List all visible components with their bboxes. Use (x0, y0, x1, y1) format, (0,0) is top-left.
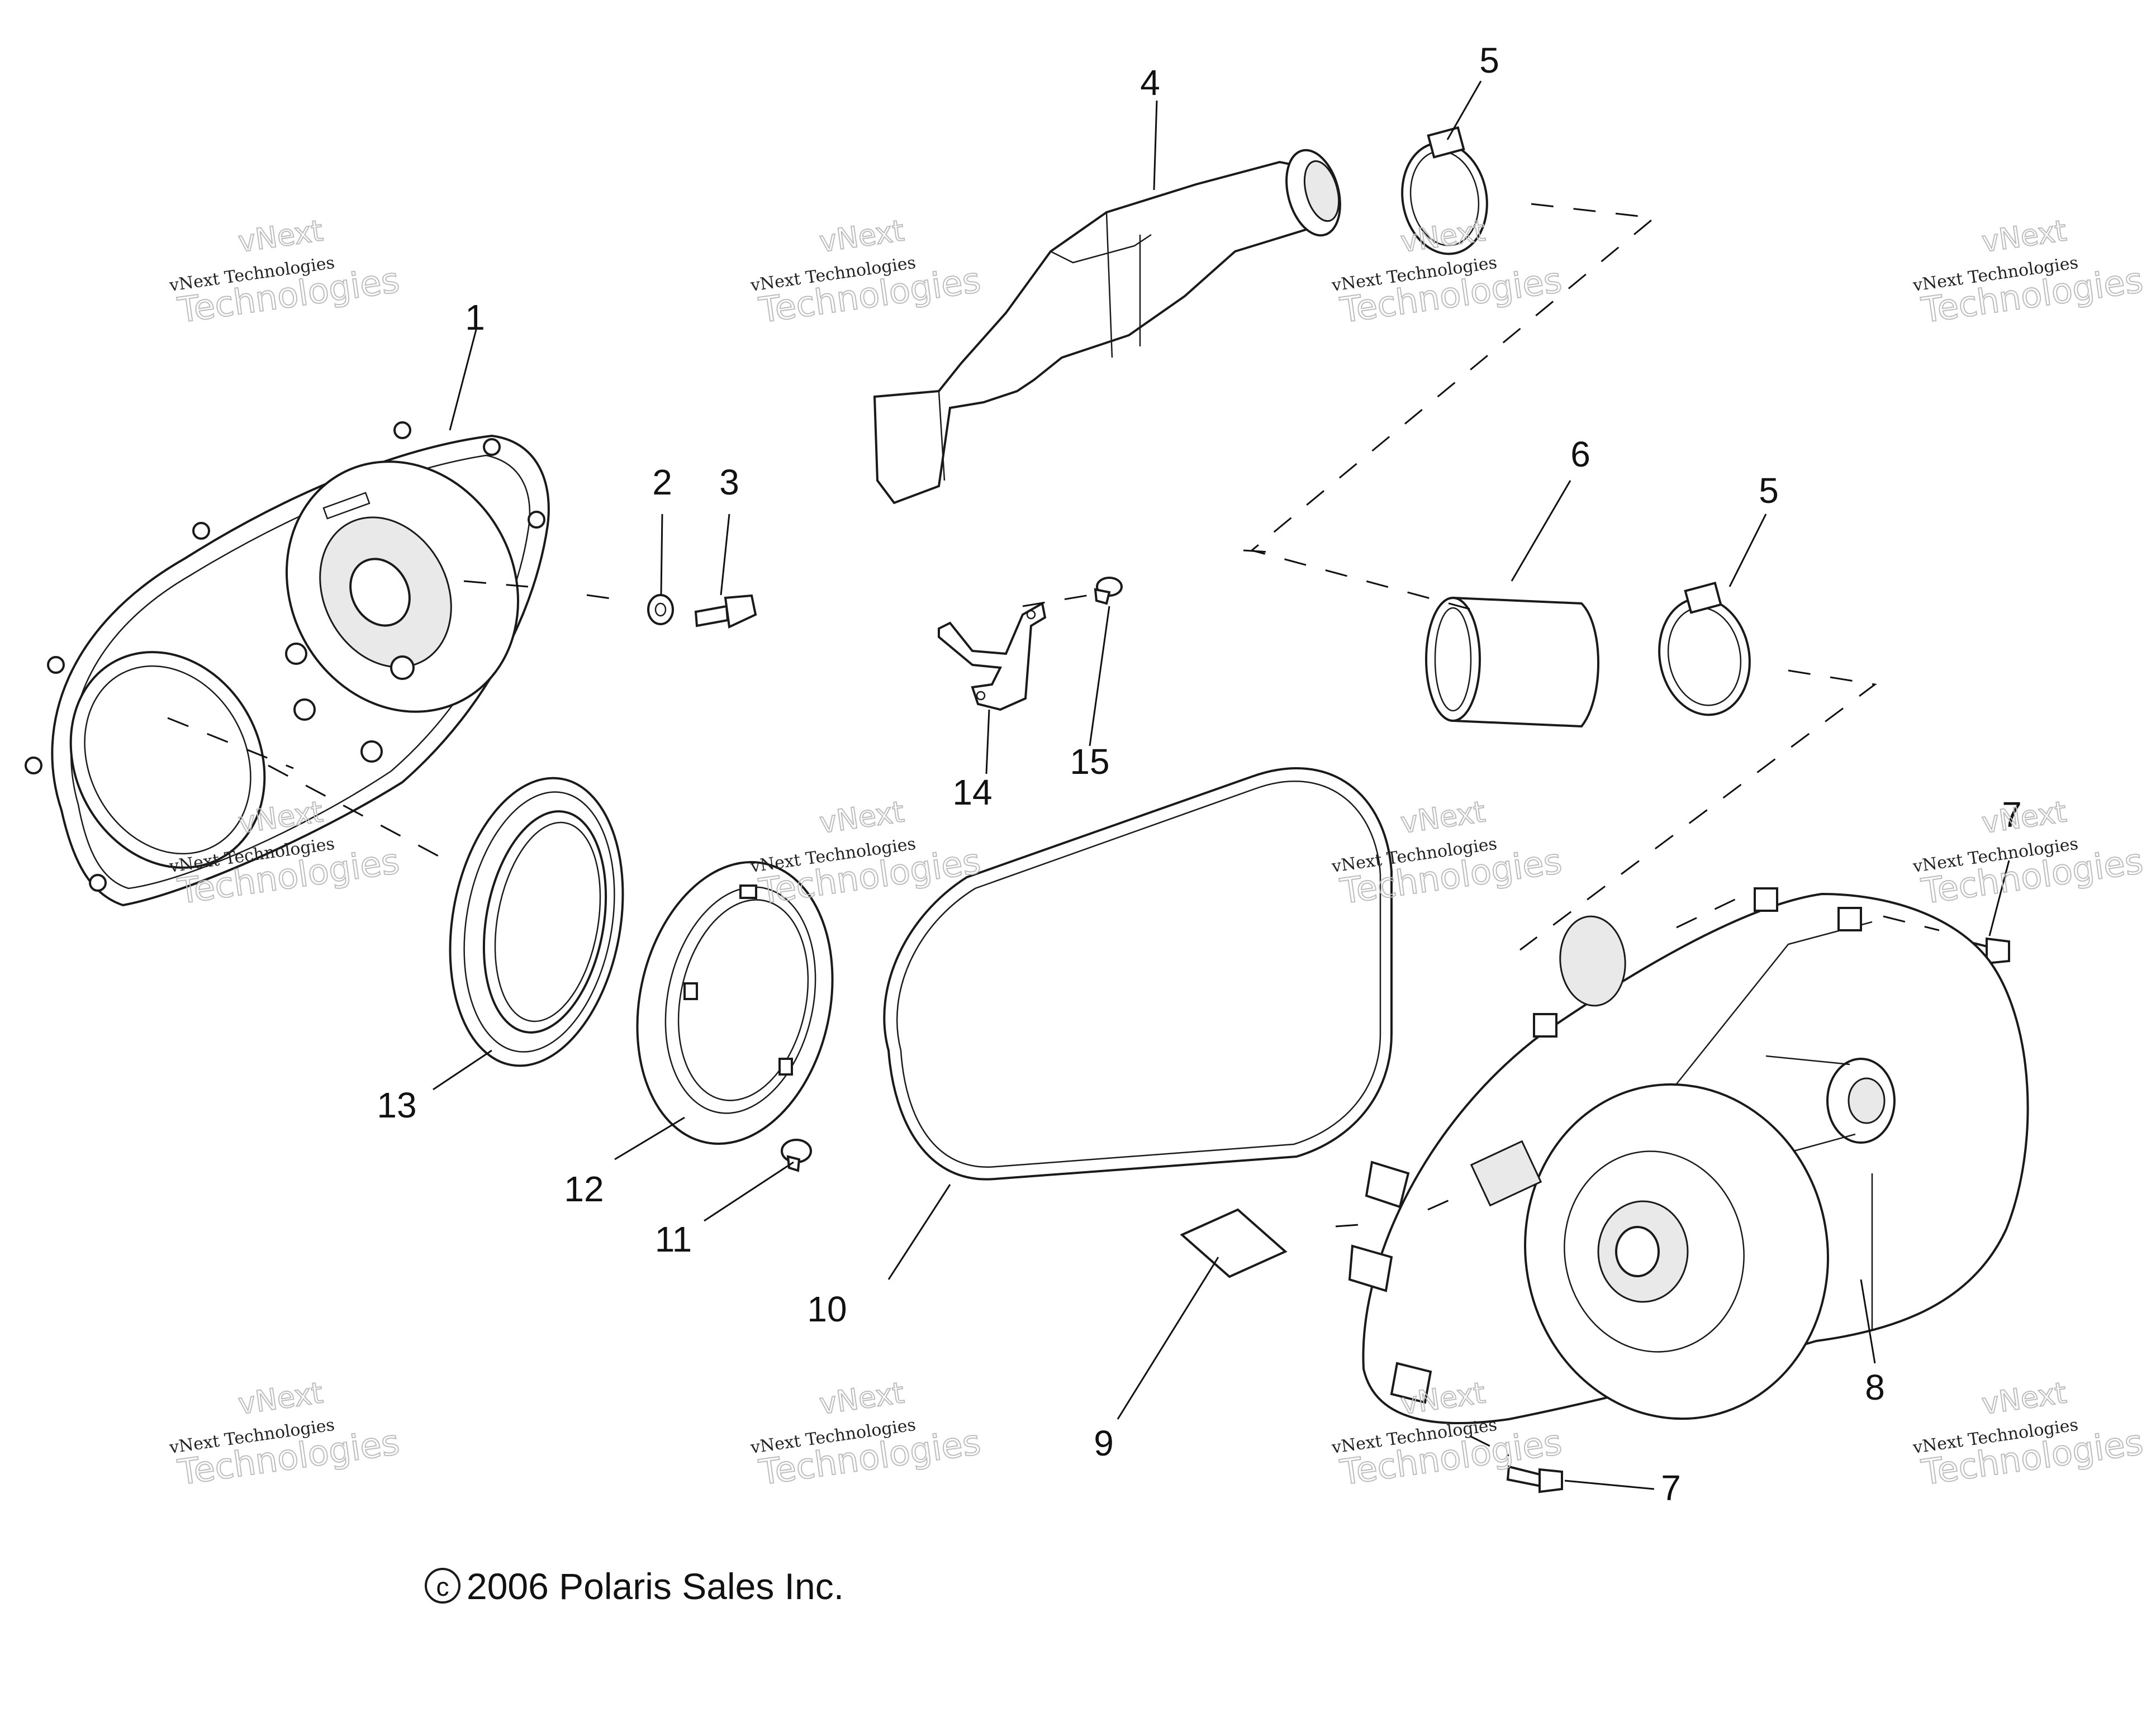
callout-labels: 1 2 3 4 5 5 6 7 7 8 9 10 11 12 13 14 15 (377, 40, 2021, 1508)
callout-14: 14 (952, 772, 992, 812)
watermark-brand: vNext (236, 1376, 325, 1421)
watermark: vNext vNext Technologies Technologies (168, 1376, 402, 1494)
watermark: vNext vNext Technologies Technologies (168, 213, 402, 331)
callout-6: 6 (1570, 434, 1590, 474)
callout-7-upper: 7 (2002, 795, 2022, 835)
mounting-bracket (938, 601, 1047, 711)
copyright-notice: c 2006 Polaris Sales Inc. (425, 1566, 844, 1607)
copyright-text: 2006 Polaris Sales Inc. (467, 1566, 844, 1607)
watermark-brand: vNext (818, 1376, 906, 1421)
hose-clamp-upper (1401, 126, 1488, 255)
callout-13: 13 (377, 1085, 416, 1125)
drive-belt (883, 767, 1393, 1181)
callout-9: 9 (1094, 1423, 1114, 1463)
hose-clamp-lower (1658, 581, 1751, 716)
copyright-symbol: c (436, 1572, 449, 1601)
callout-5-lower: 5 (1759, 470, 1779, 511)
callout-11: 11 (655, 1219, 692, 1259)
leader-lines (433, 80, 2010, 1490)
assembly-lines (167, 203, 1940, 1457)
watermark-brand: vNext (1980, 214, 2069, 259)
callout-1: 1 (465, 297, 485, 337)
callout-2: 2 (652, 462, 672, 502)
watermark-brand: vNext (236, 214, 325, 259)
watermark: vNext vNext Technologies Technologies (1330, 213, 1565, 331)
watermark-brand: vNext (1399, 795, 1488, 840)
coupler-tube (1425, 596, 1599, 728)
outer-seal (449, 777, 624, 1067)
washer (647, 594, 674, 625)
watermark: vNext vNext Technologies Technologies (1911, 795, 2146, 912)
outer-clutch-cover (1348, 887, 2029, 1425)
bolt-lower (1506, 1465, 1563, 1494)
screw-small (781, 1139, 812, 1172)
callout-8: 8 (1865, 1367, 1885, 1407)
warning-decal (1180, 1208, 1288, 1278)
inner-clutch-cover (25, 421, 550, 907)
watermark: vNext vNext Technologies Technologies (749, 213, 984, 331)
bolt (694, 594, 757, 629)
callout-4: 4 (1140, 63, 1160, 103)
watermark-brand: vNext (818, 795, 906, 840)
seal-plate (636, 861, 834, 1145)
callout-10: 10 (807, 1289, 847, 1329)
callout-15: 15 (1070, 741, 1109, 782)
watermark: vNext vNext Technologies Technologies (1911, 213, 2146, 331)
callout-5-upper: 5 (1479, 40, 1499, 80)
callout-7-lower: 7 (1661, 1468, 1681, 1508)
callout-3: 3 (719, 462, 739, 502)
watermark: vNext vNext Technologies Technologies (749, 1376, 984, 1494)
push-rivet (1094, 577, 1123, 605)
watermark-brand: vNext (818, 214, 906, 259)
callout-12: 12 (564, 1169, 604, 1209)
watermark: vNext vNext Technologies Technologies (1911, 1376, 2146, 1494)
watermark-brand: vNext (1980, 795, 2069, 840)
watermark-brand: vNext (1980, 1376, 2069, 1421)
intake-duct (873, 149, 1341, 505)
